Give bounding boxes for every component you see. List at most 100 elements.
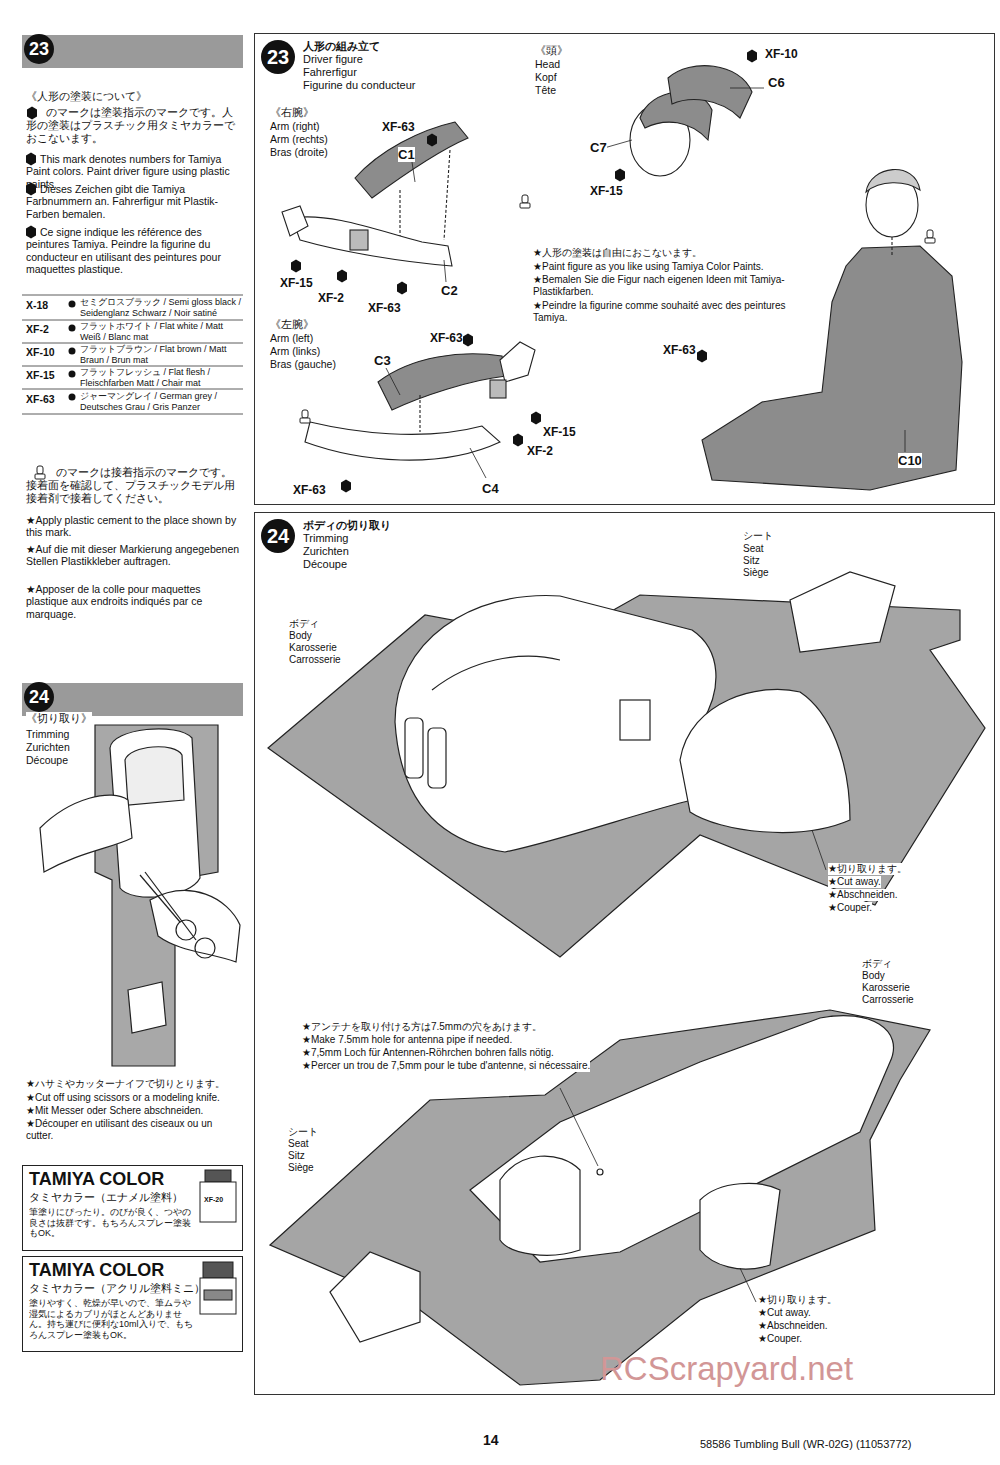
note-text: Head bbox=[535, 58, 560, 70]
step-number: 24 bbox=[261, 519, 295, 553]
note-text: ★Auf die mit dieser Markierung angegeben… bbox=[26, 543, 241, 568]
part-number: C3 bbox=[374, 353, 391, 368]
brand-title: TAMIYA COLOR bbox=[29, 1169, 164, 1190]
step-heading: Zurichten bbox=[303, 545, 349, 558]
dot bbox=[69, 371, 76, 378]
paint-code: XF-10 bbox=[26, 346, 55, 358]
note-text: ★Abschneiden. bbox=[758, 1320, 828, 1332]
leader-lines bbox=[386, 88, 905, 478]
figure-illustration bbox=[282, 66, 962, 490]
note-text: ★Couper. bbox=[828, 902, 872, 914]
note-text: フラットホワイト / Flat white / Matt Weiß / Blan… bbox=[80, 321, 243, 342]
note-text: Karosserie bbox=[289, 642, 337, 654]
step-heading: Fahrerfigur bbox=[303, 66, 357, 79]
note-text: Arm (links) bbox=[270, 345, 320, 357]
note-text: ★Cut away. bbox=[758, 1307, 811, 1319]
paint-code: XF-2 bbox=[527, 444, 553, 458]
paint-mark bbox=[27, 107, 37, 120]
note-text: 《左腕》 bbox=[270, 318, 314, 330]
note-text: Arm (rechts) bbox=[270, 133, 328, 145]
note-text: ★Apply plastic cement to the place shown… bbox=[26, 514, 241, 539]
note-text: ★ハサミやカッターナイフで切りとります。 bbox=[26, 1078, 225, 1090]
note-text: Carrosserie bbox=[289, 654, 341, 666]
note-text: 《切り取り》 bbox=[26, 712, 92, 725]
note-text: シート bbox=[743, 530, 773, 542]
note-text: Bras (droite) bbox=[270, 146, 328, 158]
note-text: ★Abschneiden. bbox=[828, 889, 898, 901]
note-text: Karosserie bbox=[862, 982, 910, 994]
note-text: ★7,5mm Loch für Antennen-Röhrchen bohren… bbox=[302, 1047, 554, 1059]
glue-mark bbox=[35, 466, 45, 479]
step-heading: Driver figure bbox=[303, 53, 363, 66]
paint-code: XF-63 bbox=[663, 343, 696, 357]
note-text: ボディ bbox=[862, 958, 892, 970]
part-number: C6 bbox=[768, 75, 785, 90]
note-text: ★Apposer de la colle pour maquettes plas… bbox=[26, 583, 241, 620]
step-panel: 24ボディの切り取りTrimmingZurichtenDécoupe bbox=[254, 512, 995, 1395]
paint-bottles bbox=[200, 1170, 236, 1314]
note-text: Carrosserie bbox=[862, 994, 914, 1006]
note-text: 《右腕》 bbox=[270, 106, 314, 118]
paint-code: XF-63 bbox=[368, 301, 401, 315]
paint-code: XF-20 bbox=[204, 1196, 223, 1204]
note-text: ★Bemalen Sie die Figur nach eigenen Idee… bbox=[533, 274, 803, 298]
note-text: Body bbox=[862, 970, 885, 982]
note-text: Siège bbox=[288, 1162, 314, 1174]
paint-type: タミヤカラー（エナメル塗料） bbox=[29, 1191, 183, 1203]
note-text: Ce signe indique les référence des peint… bbox=[26, 226, 241, 276]
note-text: ★人形の塗装は自由におこないます。 bbox=[533, 247, 702, 259]
note-text: 《人形の塗装について》 bbox=[26, 90, 147, 103]
note-text: Body bbox=[289, 630, 312, 642]
paint-mark bbox=[26, 153, 36, 166]
note-text: ★Cut away. bbox=[828, 876, 881, 888]
step-heading: ボディの切り取り bbox=[303, 519, 391, 532]
note-text: ★Mit Messer oder Schere abschneiden. bbox=[26, 1105, 203, 1117]
step-bar: 23 bbox=[22, 35, 243, 68]
paint-code: XF-63 bbox=[26, 393, 55, 405]
note-text: ★Couper. bbox=[758, 1333, 802, 1345]
paint-marks bbox=[291, 50, 935, 493]
dot bbox=[69, 348, 76, 355]
note-text: Bras (gauche) bbox=[270, 358, 336, 370]
paint-code: XF-15 bbox=[26, 369, 55, 381]
table-lines bbox=[22, 295, 243, 414]
note-text: ★Découper en utilisant des ciseaux ou un… bbox=[26, 1118, 241, 1142]
step-number: 23 bbox=[24, 34, 54, 64]
dot bbox=[69, 301, 76, 308]
dot bbox=[69, 394, 76, 401]
part-number: C1 bbox=[398, 147, 415, 162]
note-text: Dieses Zeichen gibt die Tamiya Farbnumme… bbox=[26, 183, 241, 220]
note-text: ★Peindre la figurine comme souhaité avec… bbox=[533, 300, 803, 324]
watermark: RCScrapyard.net bbox=[600, 1350, 853, 1389]
step-heading: Figurine du conducteur bbox=[303, 79, 416, 92]
paint-description: 筆塗りにぴったり。のびが良く、つやの良さは抜群です。もちろんスプレー塗装もOK。 bbox=[29, 1207, 197, 1239]
note-text: Zurichten bbox=[26, 741, 70, 753]
note-text: フラットフレッシュ / Flat flesh / Fleischfarben M… bbox=[80, 367, 243, 388]
brand-title: TAMIYA COLOR bbox=[29, 1260, 164, 1281]
note-text: ★Paint figure as you like using Tamiya C… bbox=[533, 261, 764, 273]
left-column-art bbox=[22, 107, 243, 480]
part-number: C10 bbox=[898, 453, 922, 468]
body-illustration-bottom bbox=[270, 1010, 930, 1385]
paint-code: XF-15 bbox=[543, 425, 576, 439]
paint-type: タミヤカラー（アクリル塗料ミニ） bbox=[29, 1282, 205, 1294]
paint-code: XF-2 bbox=[318, 291, 344, 305]
note-text: Siège bbox=[743, 567, 769, 579]
note-text: Sitz bbox=[288, 1150, 305, 1162]
note-text: Arm (right) bbox=[270, 120, 320, 132]
note-text: Seat bbox=[743, 543, 764, 555]
step-number: 24 bbox=[24, 682, 54, 712]
note-text: シート bbox=[288, 1126, 318, 1138]
step-heading: Découpe bbox=[303, 558, 347, 571]
note-text: ★切り取ります。 bbox=[828, 863, 907, 875]
note-text: ★アンテナを取り付ける方は7.5mmの穴をあけます。 bbox=[302, 1021, 542, 1033]
note-text: 《頭》 bbox=[535, 44, 568, 56]
note-text: ★Cut off using scissors or a modeling kn… bbox=[26, 1092, 220, 1104]
step-heading: 人形の組み立て bbox=[303, 40, 380, 53]
paint-code: X-18 bbox=[26, 299, 48, 311]
paint-code: XF-15 bbox=[590, 184, 623, 198]
paint-info-box: TAMIYA COLORタミヤカラー（アクリル塗料ミニ）塗りやすく、乾燥が早いの… bbox=[22, 1256, 243, 1352]
note-text: ボディ bbox=[289, 618, 319, 630]
